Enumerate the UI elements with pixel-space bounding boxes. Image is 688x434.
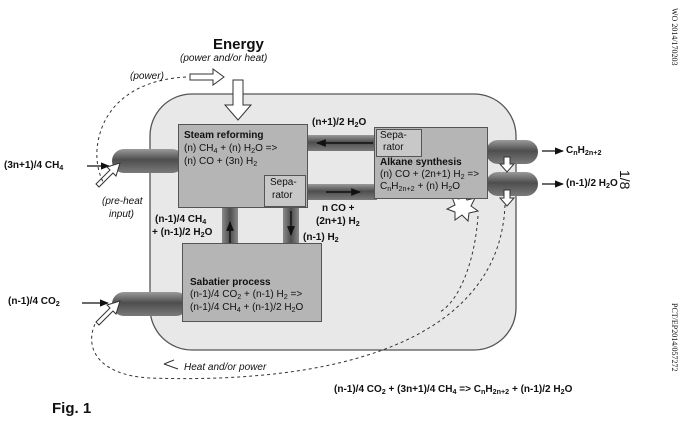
syngas-label-2: (2n+1) H2 — [316, 216, 360, 228]
separator-label-2: rator — [272, 190, 293, 202]
preheat-label-2: input) — [109, 209, 134, 221]
alkane-synthesis-title: Alkane synthesis — [380, 157, 462, 169]
water-recycle-label: (n+1)/2 H2O — [312, 117, 366, 129]
syngas-label-1: n CO + — [322, 203, 355, 215]
alkane-output-pipe — [486, 140, 538, 164]
water-output-label: (n-1)/2 H2O — [566, 178, 618, 190]
alkane-output-label: CnH2n+2 — [566, 145, 601, 157]
preheat-arrow-bottom — [96, 301, 120, 325]
sabatier-feed-label-1: (n-1)/4 CH4 — [155, 214, 206, 226]
alkane-synthesis-eq1: (n) CO + (2n+1) H2 => — [380, 169, 479, 181]
sabatier-title: Sabatier process — [190, 277, 271, 289]
alkane-separator-label-1: Sepa- — [380, 130, 407, 142]
application-number: PCT/EP2014/057272 — [670, 303, 679, 371]
energy-subtitle: (power and/or heat) — [180, 53, 267, 65]
co2-input-label: (n-1)/4 CO2 — [8, 296, 60, 308]
steam-reforming-eq1: (n) CH4 + (n) H2O => — [184, 143, 277, 155]
ch4-input-label: (3n+1)/4 CH4 — [4, 160, 63, 172]
alkane-separator-label-2: rator — [383, 142, 404, 154]
steam-reforming-eq2: (n) CO + (3n) H2 — [184, 156, 257, 168]
separator-label-1: Sepa- — [270, 177, 297, 189]
figure-label: Fig. 1 — [52, 400, 91, 417]
publication-number: WO 2014/170203 — [670, 8, 679, 66]
preheat-label-1: (pre-heat — [102, 196, 143, 208]
sabatier-eq1: (n-1)/4 CO2 + (n-1) H2 => — [190, 289, 302, 301]
ch4-input-pipe — [112, 149, 184, 173]
hydrogen-label: (n-1) H2 — [303, 232, 339, 244]
heat-power-label: Heat and/or power — [184, 362, 266, 374]
energy-title: Energy — [213, 36, 264, 53]
page-number: 1/8 — [617, 170, 633, 189]
power-label: (power) — [130, 71, 164, 83]
sabatier-eq2: (n-1)/4 CH4 + (n-1)/2 H2O — [190, 302, 303, 314]
water-output-pipe — [486, 172, 538, 196]
steam-reforming-title: Steam reforming — [184, 130, 263, 142]
alkane-synthesis-eq2: CnH2n+2 + (n) H2O — [380, 181, 460, 193]
sabatier-feed-label-2: + (n-1)/2 H2O — [152, 227, 212, 239]
co2-input-pipe — [112, 292, 188, 316]
power-arrow — [190, 69, 224, 85]
overall-equation: (n-1)/4 CO2 + (3n+1)/4 CH4 => CnH2n+2 + … — [334, 384, 572, 396]
